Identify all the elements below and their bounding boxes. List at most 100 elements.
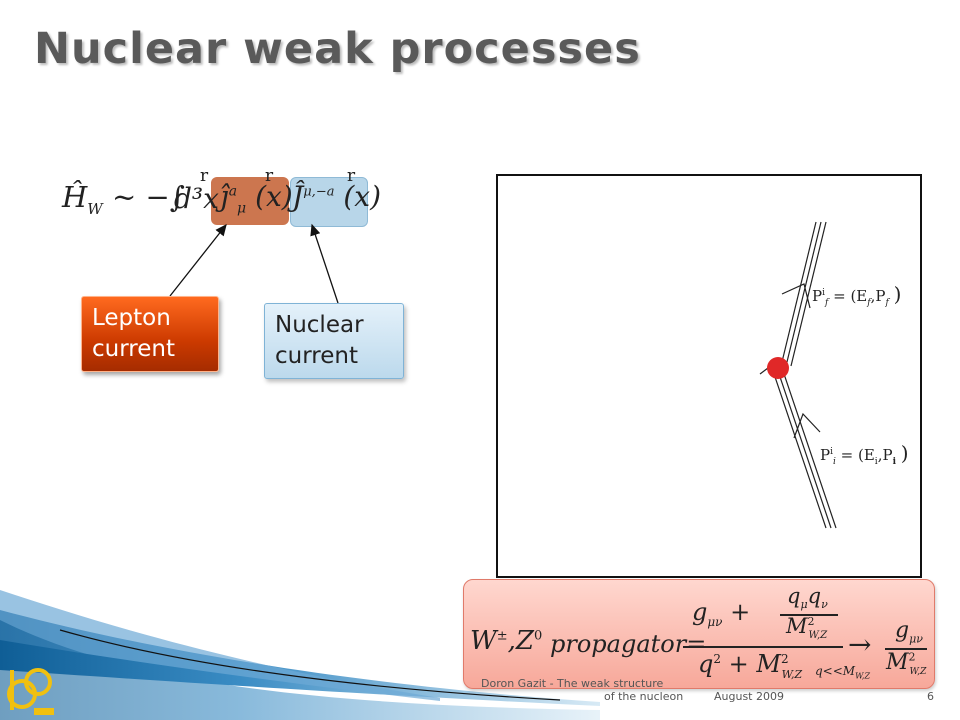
initial-rhs-p-sub: i (892, 457, 896, 467)
den-m-sub: W,Z (781, 667, 803, 681)
initial-p: P (820, 446, 831, 464)
propagator-numerator: gμν + (692, 598, 750, 629)
nuclear-arrow (310, 223, 339, 304)
nuclear-sup: μ,−a (303, 184, 335, 200)
final-p-sub: f (824, 298, 829, 308)
initial-p-sup: i (830, 447, 833, 457)
logo (4, 660, 56, 720)
num-q2-sub: ν (821, 598, 828, 612)
limit-condition: q<<MW,Z (815, 664, 870, 680)
final-close: ) (893, 282, 902, 306)
lepton-label-line2: current (92, 336, 175, 362)
nucleus-lines (759, 221, 837, 529)
nuclear-current-label: Nuclear current (275, 310, 364, 372)
nuclear-label-line2: current (275, 343, 358, 369)
nuclear-current: Ĵμ,−a (x) (292, 180, 381, 213)
lepton-arg: (x) (255, 180, 293, 213)
num-q1-sub: μ (800, 598, 808, 612)
lepton-j: ĵ (220, 180, 229, 213)
den-q-sup: 2 (713, 652, 722, 666)
den-m-sup: 2 (780, 652, 789, 666)
den-plus: + (728, 650, 749, 678)
footer-author-line2: of the nucleon (604, 690, 684, 703)
result-fraction-bar (885, 648, 927, 650)
footer-date: August 2009 (714, 690, 784, 703)
res-m-sup: 2 (908, 650, 916, 664)
boson-w: W (470, 626, 497, 656)
hamiltonian-symbol: Ĥ (62, 180, 88, 214)
den-m: M (756, 650, 781, 678)
propagator-text: propagator (550, 630, 687, 658)
vec-mark-1: r (200, 166, 209, 186)
propagator-denominator: q2 + M2W,Z (698, 650, 802, 681)
limit-text: q<<M (815, 664, 856, 678)
den-q: q (698, 650, 714, 678)
nuclear-j: Ĵ (292, 180, 304, 213)
res-g: g (895, 618, 910, 643)
main-fraction-bar (683, 646, 843, 648)
limit-arrow: → (848, 628, 872, 661)
footer-author-line1: Doron Gazit - The weak structure (481, 677, 664, 690)
vec-mark-2: r (265, 166, 274, 186)
propagator-word: propagator= (550, 630, 706, 658)
lepton-current-label: Lepton current (92, 303, 175, 365)
num-m-sub: W,Z (808, 630, 828, 642)
propagator-equals: = (686, 630, 707, 658)
footer-page-number: 6 (927, 690, 934, 703)
numerator-fraction-bar (780, 614, 838, 616)
propagator-box (463, 579, 935, 689)
nuclear-current-box: Nuclear current (264, 303, 404, 379)
nucleus-diagram (496, 174, 922, 578)
sim-integral: ~ −∫ (111, 180, 185, 214)
res-m: M (886, 650, 909, 675)
num-q1: q (787, 584, 801, 608)
lepton-current-highlight (211, 177, 289, 225)
lepton-sub: μ (237, 200, 247, 217)
initial-momentum-label: Pii = (Ei,Pi ) (820, 441, 909, 467)
num-plus: + (730, 598, 751, 626)
nuclear-label-line1: Nuclear (275, 312, 364, 338)
fba-logo-icon (7, 668, 54, 715)
initial-rhs-p: ,P (877, 446, 893, 464)
num-g-sub: μν (707, 614, 723, 629)
initial-rhs-sub: i (874, 457, 878, 467)
boson-z-sup: 0 (533, 628, 543, 644)
hamiltonian-equation: ĤW ~ −∫ (62, 180, 185, 218)
lepton-label-line1: Lepton (92, 305, 171, 331)
final-rhs: = (E (833, 287, 868, 305)
final-p: P (812, 287, 823, 305)
lepton-arrow (169, 223, 227, 297)
final-rhs-p: ,P (870, 287, 886, 305)
nuclear-arg: (x) (343, 180, 382, 213)
limit-sub: W,Z (855, 671, 871, 681)
slide-title: Nuclear weak processes (34, 24, 641, 74)
propagator-boson: W±,Z0 (470, 626, 542, 656)
result-denominator: M2W,Z (886, 650, 926, 677)
res-m-sub: W,Z (909, 667, 927, 678)
decorative-swoosh (0, 590, 600, 720)
res-g-sub: μν (909, 632, 923, 646)
result-numerator: gμν (895, 618, 923, 645)
interaction-vertex (767, 357, 789, 379)
final-rhs-p-sub: f (885, 298, 889, 308)
nuclear-current-highlight (290, 177, 368, 227)
num-m: M (786, 614, 808, 638)
boson-w-sup: ± (496, 628, 508, 644)
measure-text: d³x (174, 182, 219, 215)
lepton-sup: a (228, 183, 238, 200)
numerator-fraction-top: qμqν (787, 584, 828, 611)
initial-p-sub: i (832, 457, 836, 467)
lepton-current-box: Lepton current (81, 296, 219, 372)
num-m-sup: 2 (807, 615, 815, 628)
initial-rhs: = (E (840, 446, 875, 464)
num-g: g (692, 598, 708, 626)
hamiltonian-sub: W (87, 199, 103, 218)
lepton-current: ĵaμ (x) (220, 180, 293, 217)
initial-close: ) (900, 441, 909, 465)
num-q2: q (807, 584, 822, 608)
measure: d³x (174, 182, 219, 215)
numerator-fraction-bottom: M2W,Z (786, 614, 827, 641)
final-rhs-sub: f (867, 298, 871, 308)
pointer-arrows (169, 223, 339, 304)
final-momentum-label: Pif = (Ef,Pf ) (812, 282, 901, 308)
